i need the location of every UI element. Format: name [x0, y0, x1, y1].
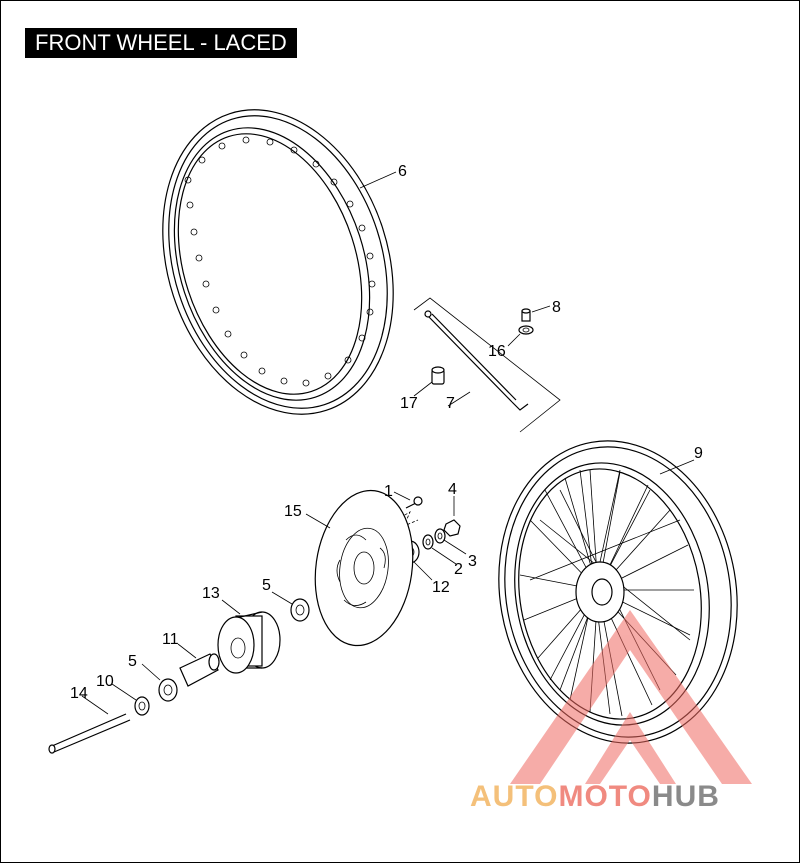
axle-spacer-sleeve: [179, 653, 220, 687]
callout-5-lower: 5: [128, 653, 137, 670]
callout-13: 13: [202, 585, 220, 602]
callout-15: 15: [284, 503, 302, 520]
callout-3: 3: [468, 553, 477, 570]
rim: [162, 109, 394, 415]
watermark-triangle-icon: [510, 610, 752, 784]
spacer-washer: [434, 528, 446, 544]
front-axle: [48, 713, 131, 754]
watermark-moto: MOTO: [558, 780, 652, 813]
callout-12: 12: [432, 579, 450, 596]
diagram-title: FRONT WHEEL - LACED: [25, 28, 297, 58]
callout-14: 14: [70, 685, 88, 702]
laced-wheel-assembly: [498, 440, 738, 744]
axle-nut: [443, 519, 461, 537]
watermark-auto: AUTO: [470, 780, 559, 813]
watermark-hub: HUB: [651, 780, 720, 813]
valve-nut: [518, 325, 534, 335]
callout-16: 16: [488, 343, 506, 360]
callout-1: 1: [384, 483, 393, 500]
callout-2: 2: [454, 561, 463, 578]
callout-17: 17: [400, 395, 418, 412]
callout-11: 11: [162, 631, 179, 648]
wheel-bearing-left: [158, 678, 178, 702]
leader-lines: [81, 171, 695, 715]
rotor-screw: [395, 496, 423, 527]
spoke-nipple: [431, 366, 445, 385]
left-spacer: [134, 696, 150, 716]
washer: [422, 534, 434, 550]
callout-5-upper: 5: [262, 577, 271, 594]
wheel-bearing-right: [290, 598, 310, 622]
valve-cap: [521, 308, 531, 322]
spoke: [413, 297, 561, 433]
callout-10: 10: [96, 673, 114, 690]
wheel-hub: [217, 611, 281, 674]
callout-9: 9: [694, 445, 703, 462]
callout-8: 8: [552, 299, 561, 316]
callout-7: 7: [446, 395, 455, 412]
brake-rotor: [314, 489, 414, 647]
watermark-logo: AUTOMOTOHUB: [470, 780, 720, 814]
callout-6: 6: [398, 163, 407, 180]
callout-4: 4: [448, 481, 457, 498]
